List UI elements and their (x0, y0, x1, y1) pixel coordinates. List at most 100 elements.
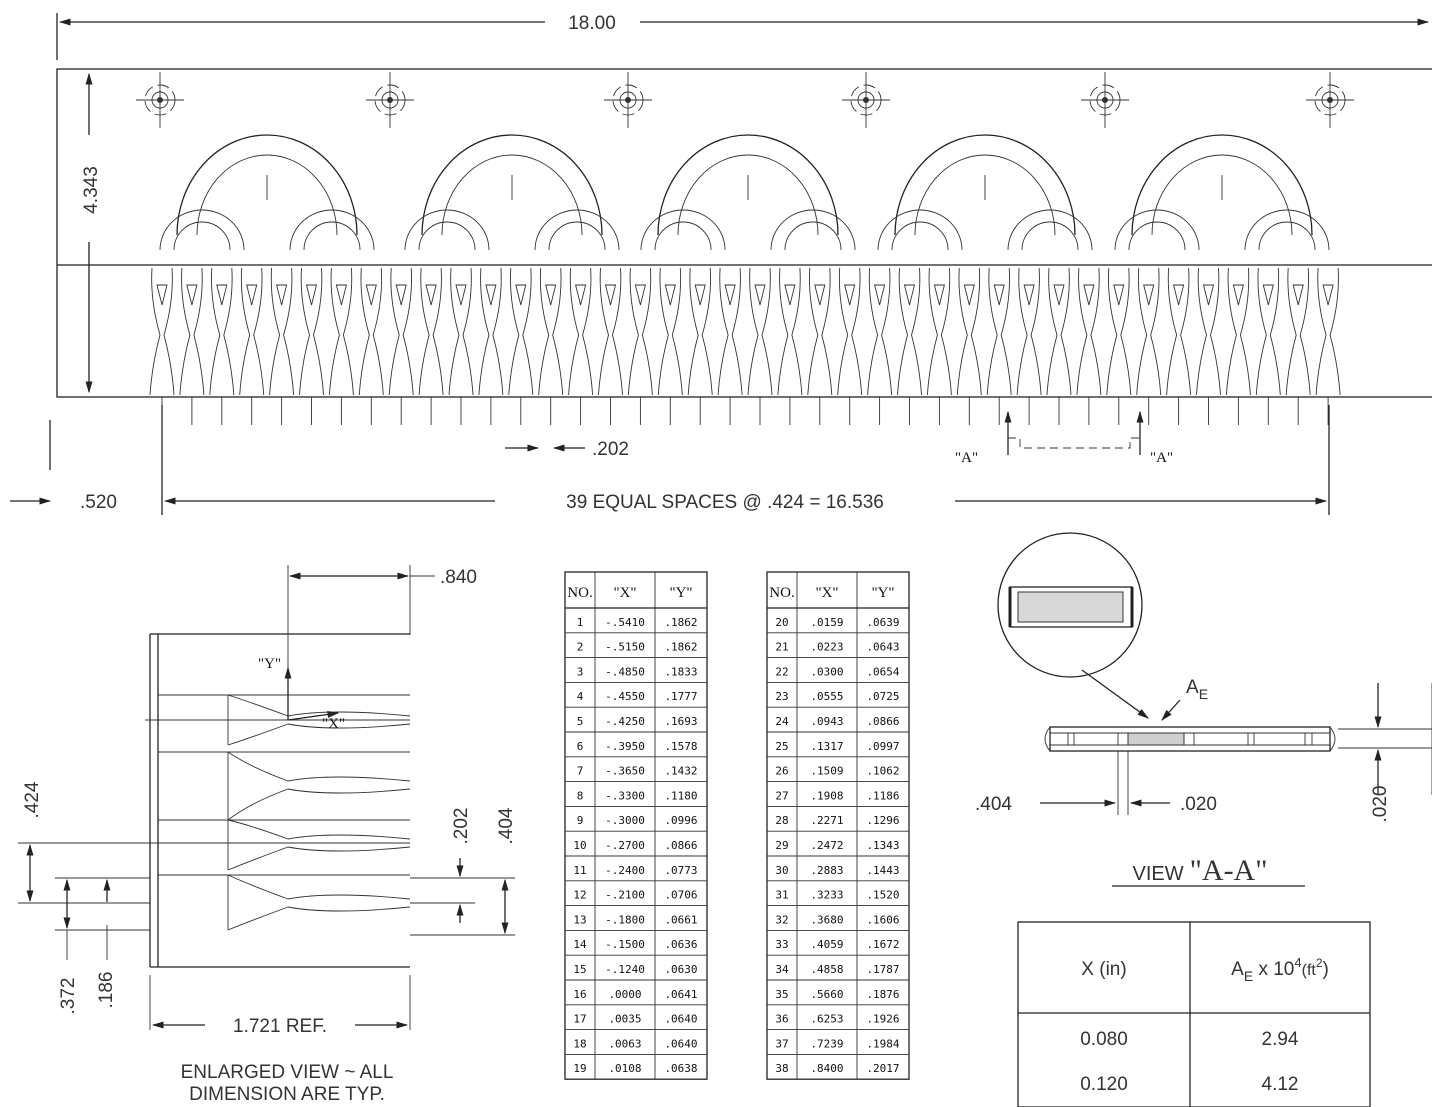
table-cell: .1926 (866, 1013, 899, 1026)
area-table: X (in) AE x 104(ft2) 0.080 2.94 0.120 4.… (1017, 921, 1371, 1107)
table-cell: 10 (573, 839, 586, 852)
table-cell: .0997 (866, 740, 899, 753)
nozzle-channel (209, 267, 235, 425)
table-cell: .1432 (664, 765, 697, 778)
table-cell: 29 (775, 839, 788, 852)
table-cell: .1908 (810, 789, 843, 802)
table-cell: 27 (775, 789, 788, 802)
table-cell: 25 (775, 740, 788, 753)
table-cell: .2883 (810, 864, 843, 877)
nozzle-channel (1046, 267, 1072, 425)
nozzle-channel (299, 267, 324, 425)
nozzle-channel (1166, 267, 1192, 425)
nozzle-channel (1196, 267, 1221, 425)
table-header: "Y" (669, 585, 692, 601)
manifold-arch (159, 134, 375, 251)
mounting-hole-icon (842, 72, 890, 128)
area-table-row2-x: 0.120 (1080, 1074, 1128, 1095)
table-cell: .0866 (664, 839, 697, 852)
table-cell: 2 (577, 641, 584, 654)
table-cell: 33 (775, 938, 788, 951)
nozzle-channel (239, 267, 265, 425)
nozzle-channel (328, 267, 354, 425)
table-cell: .0643 (866, 641, 899, 654)
table-cell: 31 (775, 889, 788, 902)
dim-404: .404 (496, 807, 517, 844)
x-axis-label: "X" (322, 716, 345, 732)
table-cell: 23 (775, 690, 788, 703)
nozzle-channel (568, 267, 594, 425)
ref-dim: 1.721 REF. (233, 1016, 327, 1037)
plate-outline (56, 68, 1432, 398)
view-a-a: AE .020 .404 .020 VIEW"A-A" (975, 532, 1432, 887)
table-cell: .0943 (810, 715, 843, 728)
overall-width-dim: 18.00 (568, 13, 616, 34)
area-table-header-a: AE x 104(ft2) (1231, 955, 1329, 984)
table-cell: .0866 (866, 715, 899, 728)
table-cell: .0000 (608, 988, 641, 1001)
table-cell: .1296 (866, 814, 899, 827)
table-cell: 15 (573, 963, 586, 976)
table-cell: 18 (573, 1037, 586, 1050)
section-label-left: "A" (955, 450, 978, 466)
nozzle-channel (1225, 267, 1251, 425)
table-cell: .0063 (608, 1037, 641, 1050)
pitch-dim: .424 (22, 781, 43, 818)
view-width-dim: .404 (975, 794, 1012, 815)
manifold-arch (877, 134, 1093, 251)
dim-372: .372 (58, 978, 79, 1015)
nozzle-channel (1076, 267, 1102, 425)
table-cell: .8400 (810, 1062, 843, 1075)
gap-dim: .202 (592, 439, 629, 460)
table-cell: 35 (775, 988, 788, 1001)
table-cell: -.1800 (605, 913, 645, 926)
table-cell: 1 (577, 616, 584, 629)
table-cell: .1862 (664, 616, 697, 629)
nozzle-channel (956, 267, 982, 425)
nozzle-profile (158, 819, 411, 871)
manifold-arch (404, 134, 620, 251)
table-cell: .0996 (664, 814, 697, 827)
nozzle-channel (1255, 267, 1281, 425)
table-cell: .0638 (664, 1062, 697, 1075)
table-cell: 14 (573, 938, 587, 951)
nozzle-channel (897, 267, 922, 425)
coordinate-table-2: NO."X""Y"20.0159.063921.0223.064322.0300… (766, 571, 910, 1080)
table-header: NO. (567, 585, 592, 601)
nozzle-channel (627, 267, 653, 425)
table-cell: .1343 (866, 839, 899, 852)
table-cell: 11 (573, 864, 586, 877)
nozzle-channel (1136, 267, 1162, 425)
table-cell: -.1240 (605, 963, 645, 976)
table-cell: 32 (775, 913, 788, 926)
mounting-holes (136, 72, 1354, 128)
table-cell: .1186 (866, 789, 899, 802)
table-cell: .2017 (866, 1062, 899, 1075)
table-cell: 7 (577, 765, 584, 778)
table-cell: .1509 (810, 765, 843, 778)
table-cell: 13 (573, 913, 586, 926)
table-cell: .0654 (866, 665, 899, 678)
table-cell: 24 (775, 715, 789, 728)
nozzle-channel (807, 267, 833, 425)
table-cell: 3 (577, 665, 584, 678)
wall-thickness-dim: .020 (1180, 794, 1217, 815)
area-table-row2-a: 4.12 (1262, 1074, 1299, 1095)
table-header: NO. (769, 585, 794, 601)
nozzle-channel (687, 267, 713, 425)
table-cell: .0641 (664, 988, 697, 1001)
table-cell: .1672 (866, 938, 899, 951)
table-cell: -.4850 (605, 665, 645, 678)
nozzle-channel (1315, 267, 1341, 425)
nozzle-channel (777, 267, 803, 425)
nozzle-profile (158, 874, 411, 931)
nozzle-channel (598, 267, 623, 425)
table-cell: -.3650 (605, 765, 645, 778)
area-table-row1-a: 2.94 (1262, 1029, 1299, 1050)
table-cell: .2271 (810, 814, 843, 827)
table-cell: .0636 (664, 938, 697, 951)
nozzle-channel (418, 267, 444, 425)
table-cell: -.3000 (605, 814, 645, 827)
table-cell: 5 (577, 715, 584, 728)
table-cell: 8 (577, 789, 584, 802)
